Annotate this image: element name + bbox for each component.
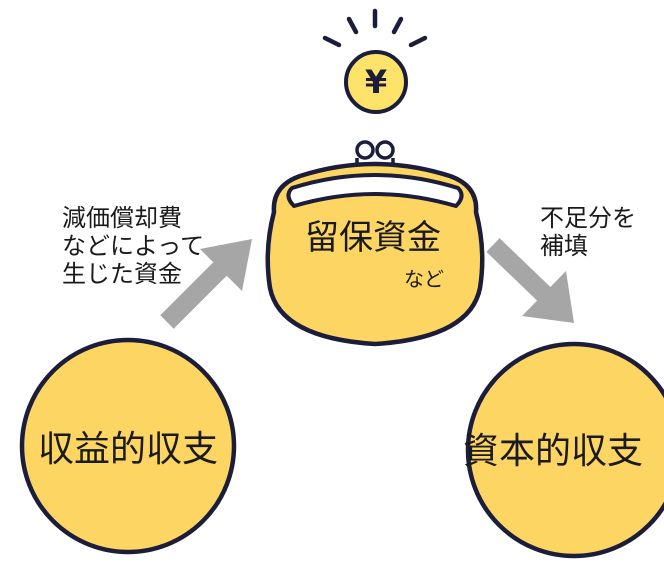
yen-coin-icon: ¥ [344, 50, 408, 114]
right-note: 不足分を 補填 [540, 204, 636, 260]
light-rays-icon [322, 8, 428, 48]
capital-account-circle: 資本的収支 [463, 341, 664, 559]
purse-subtitle: など [404, 267, 444, 291]
right-note-line-1: 不足分を [540, 204, 636, 232]
arrow-up-right-icon [160, 239, 252, 329]
revenue-account-label: 収益的収支 [38, 429, 218, 470]
left-note-line-2: などによって [62, 232, 204, 260]
right-note-line-2: 補填 [540, 232, 588, 260]
purse-title: 留保資金 [305, 218, 441, 258]
revenue-account-circle: 収益的収支 [19, 337, 237, 555]
left-note-line-1: 減価償却費 [62, 204, 182, 232]
yen-symbol: ¥ [365, 63, 387, 101]
purse-icon [265, 161, 485, 347]
arrow-down-right-icon [486, 238, 574, 323]
capital-account-label: 資本的収支 [463, 431, 643, 472]
left-note: 減価償却費 などによって 生じた資金 [62, 204, 204, 288]
left-note-line-3: 生じた資金 [62, 260, 182, 288]
